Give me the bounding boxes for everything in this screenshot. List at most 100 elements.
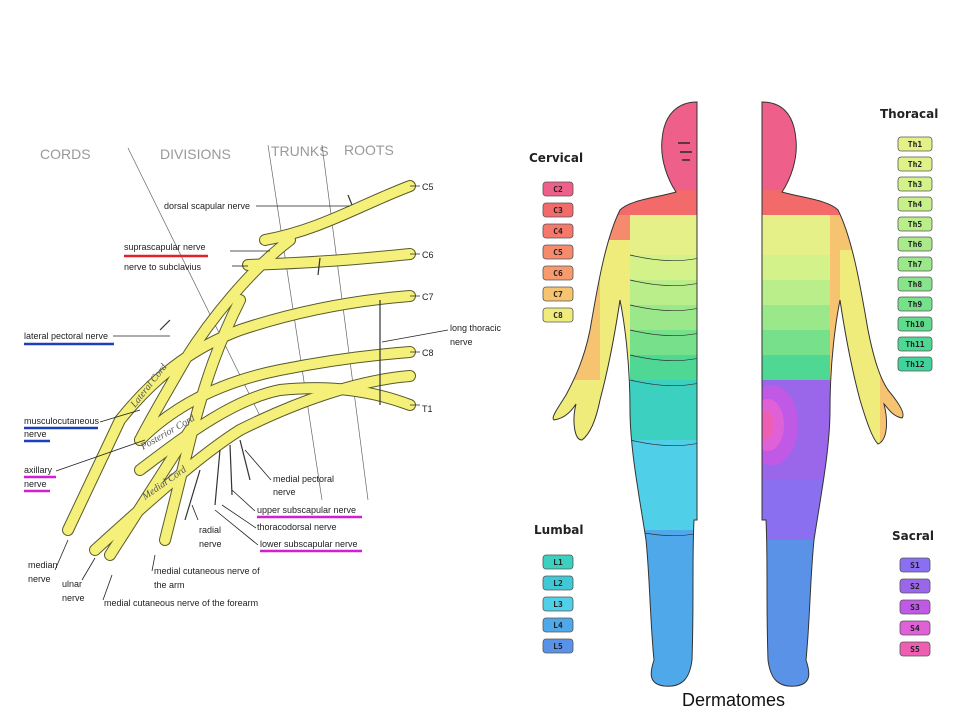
root-c5: C5 (422, 182, 434, 192)
header-cords: CORDS (40, 146, 91, 162)
leader-lines (54, 205, 449, 601)
level-box-s1 (899, 557, 931, 573)
label-upper-subscapular: upper subscapular nerve (257, 505, 356, 515)
level-label-th3: Th3 (908, 180, 923, 189)
level-label-c8: C8 (553, 311, 563, 320)
level-label-th9: Th9 (908, 300, 923, 309)
nerve-bundle (62, 180, 416, 561)
level-box-s2 (899, 578, 931, 594)
level-box-th8 (897, 276, 933, 292)
nerve-labels: dorsal scapular nerve suprascapular nerv… (24, 201, 502, 608)
level-label-l5: L5 (553, 642, 563, 651)
cervical-title: Cervical (529, 151, 583, 165)
level-label-c7: C7 (553, 290, 563, 299)
level-box-th5 (897, 216, 933, 232)
label-med-cut-forearm: medial cutaneous nerve of the forearm (104, 598, 258, 608)
level-label-c4: C4 (553, 227, 563, 236)
label-ulnar-1: ulnar (62, 579, 82, 589)
level-box-s3 (899, 599, 931, 615)
label-underlines (24, 254, 362, 553)
level-label-s4: S4 (910, 624, 920, 633)
level-label-l2: L2 (553, 579, 563, 588)
body-front-contours (629, 254, 697, 537)
level-box-th11 (897, 336, 933, 352)
label-long-thoracic-2: nerve (450, 337, 473, 347)
sacral-title: Sacral (892, 529, 934, 543)
level-box-th4 (897, 196, 933, 212)
level-box-th12 (897, 356, 933, 372)
level-box-l2 (542, 575, 574, 591)
body-back-outline (761, 101, 904, 687)
level-box-l5 (542, 638, 574, 654)
level-label-c2: C2 (553, 185, 563, 194)
header-divisions: DIVISIONS (160, 146, 231, 162)
root-c7: C7 (422, 292, 434, 302)
level-label-th11: Th11 (905, 340, 924, 349)
level-box-th7 (897, 256, 933, 272)
level-box-l3 (542, 596, 574, 612)
label-lower-subscapular: lower subscapular nerve (260, 539, 358, 549)
level-box-th2 (897, 156, 933, 172)
level-box-c6 (542, 265, 574, 281)
label-radial-1: radial (199, 525, 221, 535)
level-label-l4: L4 (553, 621, 563, 630)
dermatomes-caption: Dermatomes (682, 690, 786, 710)
level-label-th1: Th1 (908, 140, 923, 149)
level-box-th6 (897, 236, 933, 252)
label-medial-pectoral-1: medial pectoral (273, 474, 334, 484)
nerve-branches (159, 194, 381, 521)
level-label-c5: C5 (553, 248, 563, 257)
face-features (678, 142, 692, 161)
level-label-th6: Th6 (908, 240, 923, 249)
level-label-th8: Th8 (908, 280, 923, 289)
level-box-th9 (897, 296, 933, 312)
label-radial-2: nerve (199, 539, 222, 549)
root-labels: C5 C6 C7 C8 T1 (410, 182, 434, 414)
header-roots: ROOTS (344, 142, 394, 158)
header-trunks: TRUNKS (271, 143, 329, 159)
nerve-fills (63, 181, 415, 560)
dermatome-diagram: Cervical Thoracal Lumbal Sacral C2C3C4C5… (529, 101, 938, 687)
brachial-plexus-diagram: CORDS DIVISIONS TRUNKS ROOTS (24, 142, 502, 608)
level-box-l4 (542, 617, 574, 633)
level-label-c6: C6 (553, 269, 563, 278)
level-box-l1 (542, 554, 574, 570)
label-musculocutaneous-2: nerve (24, 429, 47, 439)
root-c8: C8 (422, 348, 434, 358)
label-suprascapular: suprascapular nerve (124, 242, 206, 252)
label-median-1: median (28, 560, 58, 570)
label-medial-pectoral-2: nerve (273, 487, 296, 497)
level-label-th4: Th4 (908, 200, 923, 209)
level-box-th1 (897, 136, 933, 152)
level-box-s4 (899, 620, 931, 636)
level-box-c4 (542, 223, 574, 239)
level-label-s1: S1 (910, 561, 920, 570)
level-label-s2: S2 (910, 582, 920, 591)
level-label-s3: S3 (910, 603, 920, 612)
label-thoracodorsal: thoracodorsal nerve (257, 522, 337, 532)
root-c6: C6 (422, 250, 434, 260)
label-median-2: nerve (28, 574, 51, 584)
level-label-th10: Th10 (905, 320, 924, 329)
label-musculocutaneous-1: musculocutaneous (24, 416, 100, 426)
level-label-th5: Th5 (908, 220, 923, 229)
level-box-s5 (899, 641, 931, 657)
level-label-l3: L3 (553, 600, 563, 609)
lumbar-title: Lumbal (534, 523, 584, 537)
level-label-th2: Th2 (908, 160, 923, 169)
level-box-th10 (897, 316, 933, 332)
label-med-cut-arm-1: medial cutaneous nerve of (154, 566, 260, 576)
label-ulnar-2: nerve (62, 593, 85, 603)
root-t1: T1 (422, 404, 433, 414)
label-axillary-1: axillary (24, 465, 53, 475)
level-box-c7 (542, 286, 574, 302)
label-subclavius: nerve to subclavius (124, 262, 202, 272)
level-box-th3 (897, 176, 933, 192)
label-lateral-pectoral: lateral pectoral nerve (24, 331, 108, 341)
level-label-c3: C3 (553, 206, 563, 215)
label-long-thoracic-1: long thoracic (450, 323, 502, 333)
